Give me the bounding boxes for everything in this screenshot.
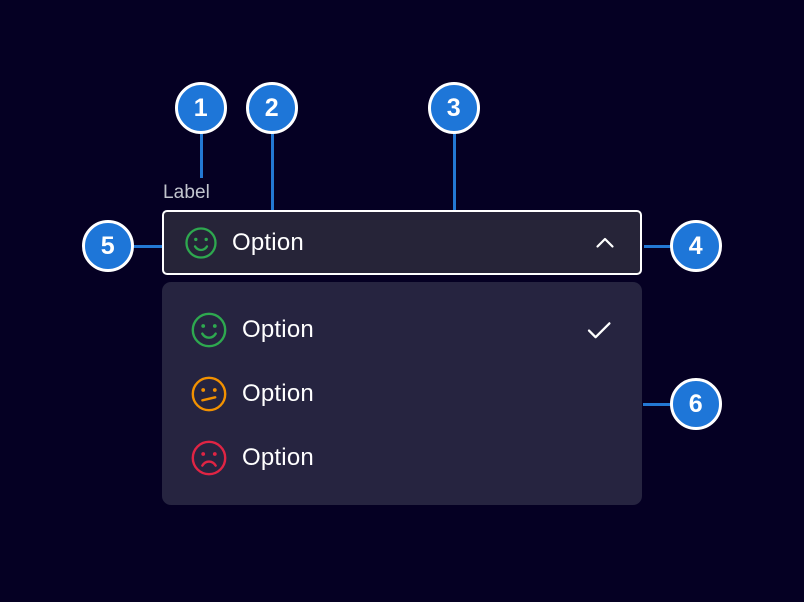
callout-badge-1: 1 bbox=[175, 82, 227, 134]
face-sad-icon bbox=[191, 440, 227, 476]
callout-badge-4: 4 bbox=[670, 220, 722, 272]
dropdown-item-label: Option bbox=[242, 316, 314, 343]
select-control[interactable]: Option bbox=[162, 210, 642, 275]
callout-badge-number: 3 bbox=[446, 93, 462, 122]
callout-leader-6 bbox=[643, 403, 672, 406]
callout-badge-number: 4 bbox=[688, 231, 704, 260]
dropdown-item-content: Option bbox=[190, 375, 584, 413]
callout-badge-number: 2 bbox=[264, 93, 280, 122]
callout-leader-3 bbox=[453, 132, 456, 243]
select-selected-value: Option bbox=[184, 226, 592, 260]
callout-badge-number: 1 bbox=[193, 93, 209, 122]
callout-badge-5: 5 bbox=[82, 220, 134, 272]
select-value-text: Option bbox=[232, 228, 304, 256]
callout-leader-5 bbox=[133, 245, 162, 248]
dropdown-item-label: Option bbox=[242, 380, 314, 407]
dropdown-item-3[interactable]: Option bbox=[162, 430, 642, 486]
face-neutral-icon bbox=[191, 376, 227, 412]
dropdown-item-1[interactable]: Option bbox=[162, 302, 642, 358]
field-label: Label bbox=[163, 182, 210, 203]
callout-leader-4 bbox=[644, 245, 672, 248]
dropdown-item-label: Option bbox=[242, 444, 314, 471]
face-happy-icon bbox=[191, 312, 227, 348]
callout-badge-number: 5 bbox=[100, 231, 116, 260]
face-happy-icon bbox=[185, 226, 217, 259]
callout-badge-2: 2 bbox=[246, 82, 298, 134]
callout-badge-number: 6 bbox=[688, 389, 704, 418]
callout-badge-3: 3 bbox=[428, 82, 480, 134]
callout-leader-2 bbox=[271, 132, 274, 229]
dropdown-item-2[interactable]: Option bbox=[162, 366, 642, 422]
chevron-up-icon[interactable] bbox=[592, 230, 618, 256]
callout-badge-6: 6 bbox=[670, 378, 722, 430]
dropdown-options-panel: Option Option bbox=[162, 282, 642, 505]
dropdown-item-content: Option bbox=[190, 439, 584, 477]
check-icon bbox=[587, 322, 611, 339]
callout-leader-1 bbox=[200, 132, 203, 178]
dropdown-item-content: Option bbox=[190, 311, 584, 349]
